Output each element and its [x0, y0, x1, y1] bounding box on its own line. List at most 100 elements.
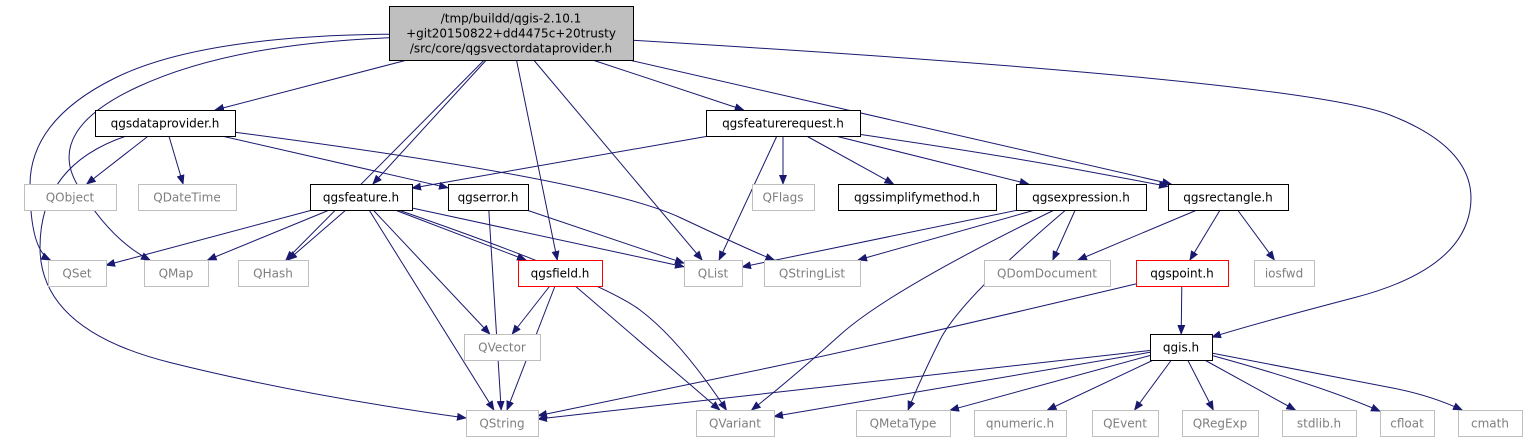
edge-line: [949, 355, 1151, 412]
node-qgsdataprovider[interactable]: qgsdataprovider.h: [95, 110, 236, 137]
edge-qgsfeaturerequest-to-qgssimplifymethod: [806, 135, 895, 185]
edge-line: [29, 33, 390, 261]
node-qgserror[interactable]: qgserror.h: [448, 184, 529, 211]
node-label: QString: [479, 417, 524, 431]
node-label: cmath: [1471, 417, 1509, 431]
edge-qgserror-to-qstring: [488, 209, 505, 411]
node-label: qgsrectangle.h: [1183, 191, 1273, 205]
edge-qgsexpression-to-qstringlist: [857, 209, 1036, 262]
node-box: [1136, 260, 1229, 287]
edge-qgsfeaturerequest-to-qgsfeature: [411, 135, 709, 191]
node-box: [1092, 410, 1159, 437]
edge-qgis-to-qstring: [537, 350, 1151, 422]
node-qflags: QFlags: [752, 184, 815, 211]
edge-root-to-qset: [29, 33, 390, 261]
edge-qgsrectangle-to-iosfwd: [1237, 209, 1275, 261]
edge-qgsexpression-to-qdomdocument: [1052, 209, 1076, 261]
edge-line: [741, 209, 1019, 270]
node-box: [838, 184, 997, 211]
node-root[interactable]: /tmp/buildd/qgis-2.10.1+git20150822+dd44…: [389, 6, 634, 61]
edge-line: [1189, 209, 1221, 261]
node-label: cfloat: [1390, 417, 1424, 431]
node-box: [389, 6, 634, 61]
node-qobject: QObject: [24, 184, 117, 211]
node-label: QMetaType: [870, 417, 937, 431]
edge-line: [1211, 352, 1464, 411]
node-qvector: QVector: [464, 334, 541, 361]
edge-qgsdataprovider-to-qgserror: [221, 135, 449, 190]
node-qdomdocument: QDomDocument: [984, 260, 1111, 287]
edge-line: [537, 350, 1151, 422]
edge-line: [287, 209, 347, 261]
edge-line: [398, 209, 727, 411]
edge-line: [1134, 359, 1172, 411]
edge-line: [221, 135, 449, 190]
node-box: [974, 410, 1067, 437]
node-label: QHash: [253, 267, 293, 281]
edge-line: [1211, 355, 1381, 412]
node-qstring: QString: [466, 410, 539, 437]
node-box: [1254, 260, 1315, 287]
edge-line: [750, 209, 1055, 411]
edge-line: [214, 59, 408, 112]
node-label: QSet: [62, 267, 91, 281]
node-box: [696, 410, 775, 437]
edge-line: [372, 59, 487, 185]
edge-qgsfield-to-qvariant: [574, 285, 721, 411]
edge-qgsexpression-to-qmetatype: [907, 209, 1067, 411]
node-box: [984, 260, 1111, 287]
node-label: iosfwd: [1265, 267, 1303, 281]
node-qregexp: QRegExp: [1182, 410, 1259, 437]
root-title-line: +git20150822+dd4475c+20trusty: [406, 27, 616, 41]
node-qgsfeature[interactable]: qgsfeature.h: [310, 184, 413, 211]
node-qgssimplifymethod[interactable]: qgssimplifymethod.h: [838, 184, 997, 211]
node-qvariant: QVariant: [696, 410, 775, 437]
edge-root-to-qlist: [533, 59, 703, 261]
edge-qgsdataprovider-to-qdatetime: [168, 135, 185, 185]
edge-root-to-qgis: [632, 39, 1472, 339]
edge-qgis-to-qevent: [1134, 359, 1172, 411]
edge-qgis-to-qmetatype: [949, 355, 1151, 412]
edge-line: [537, 283, 1137, 418]
node-qgsrectangle[interactable]: qgsrectangle.h: [1168, 184, 1289, 211]
node-label: qgis.h: [1163, 341, 1199, 355]
edges-layer: [29, 33, 1472, 422]
node-label: QMap: [159, 267, 194, 281]
node-qgspoint[interactable]: qgspoint.h: [1136, 260, 1229, 287]
node-qgis[interactable]: qgis.h: [1150, 334, 1213, 361]
edge-qgsfeature-to-qvector: [372, 209, 491, 335]
node-label: qgssimplifymethod.h: [854, 191, 980, 205]
node-label: qnumeric.h: [986, 417, 1054, 431]
edge-qgsexpression-to-qlist: [741, 209, 1019, 270]
nodes-layer: /tmp/buildd/qgis-2.10.1+git20150822+dd44…: [24, 6, 1523, 437]
edge-line: [1077, 209, 1198, 261]
edge-qgis-to-cmath: [1211, 352, 1464, 411]
node-label: QFlags: [763, 191, 804, 205]
node-label: QEvent: [1103, 417, 1147, 431]
node-cfloat: cfloat: [1380, 410, 1435, 437]
node-box: [464, 334, 541, 361]
node-qgsfield[interactable]: qgsfield.h: [518, 260, 603, 287]
node-qgsexpression[interactable]: qgsexpression.h: [1016, 184, 1147, 211]
edge-qgsfeature-to-qmap: [206, 209, 330, 261]
node-qgsfeaturerequest[interactable]: qgsfeaturerequest.h: [706, 110, 861, 137]
node-box: [1380, 410, 1435, 437]
node-stdlib: stdlib.h: [1282, 410, 1357, 437]
node-box: [518, 260, 603, 287]
node-iosfwd: iosfwd: [1254, 260, 1315, 287]
node-label: qgsfeature.h: [323, 191, 399, 205]
edge-line: [1177, 285, 1186, 335]
edge-line: [1204, 359, 1297, 411]
edge-line: [105, 209, 313, 267]
node-box: [764, 260, 861, 287]
node-qlist: QList: [684, 260, 743, 287]
node-box: [310, 184, 413, 211]
node-qstringlist: QStringList: [764, 260, 861, 287]
edge-root-to-qgsrectangle: [628, 59, 1173, 186]
node-qnumeric: qnumeric.h: [974, 410, 1067, 437]
node-label: QObject: [46, 191, 95, 205]
edge-line: [835, 135, 1030, 186]
edge-qgsexpression-to-qvariant: [750, 209, 1055, 411]
edge-qgsfeaturerequest-to-qgsexpression: [835, 135, 1030, 186]
